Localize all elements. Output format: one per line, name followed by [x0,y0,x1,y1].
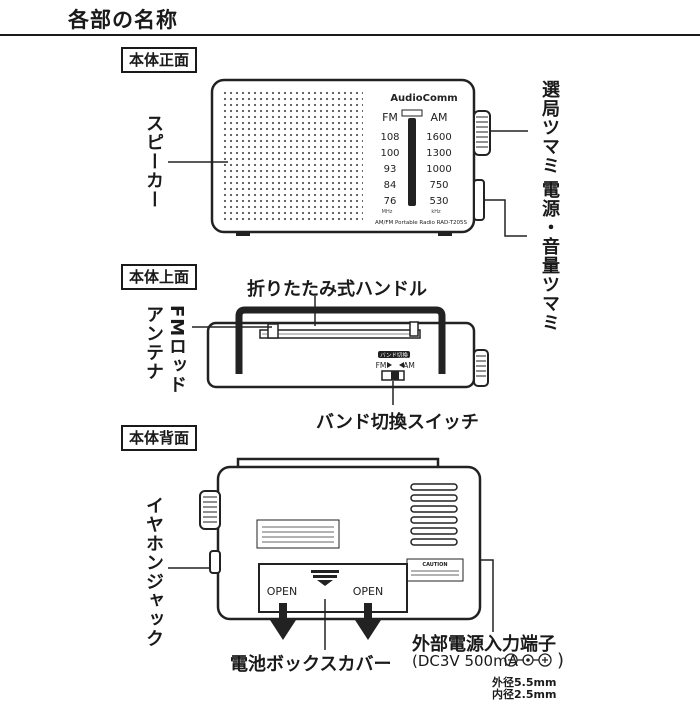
callout-power-volume-knob: 電源・音量ツマミ [539,180,560,332]
callout-folding-handle: 折りたたみ式ハンドル [247,279,427,300]
section-label-back: 本体背面 [121,425,198,451]
callout-battery-cover: 電池ボックスカバー [230,654,392,675]
earphone-jack [209,550,221,574]
dial-slot [408,118,416,206]
fm-band-label: FM [382,111,398,124]
callout-speaker: スピーカー [143,114,164,209]
outer-diameter: 外径5.5mm [492,676,557,689]
page-title: 各部の名称 [68,8,178,32]
back-tuning-knob [199,490,221,530]
antenna-tip [409,321,419,337]
open-arrow-right [355,603,381,640]
rating-label [256,519,340,549]
band-am-label: AM [403,361,415,370]
battery-cover [258,563,408,613]
open-label-left: OPEN [267,585,297,598]
am-scale-750: 750 [429,180,448,191]
tuning-knob [473,110,491,156]
am-unit-label: kHz [431,209,441,215]
band-switch-label-bg [378,351,410,358]
antenna-base [267,323,279,339]
open-label-right: OPEN [353,585,383,598]
am-scale-1300: 1300 [426,148,451,159]
section-label-front: 本体正面 [121,47,198,73]
callout-antenna-line2: アンテナ [143,305,164,381]
fm-scale-76: 76 [384,196,397,207]
open-arrow-left [270,603,296,640]
section-label-top: 本体上面 [121,264,198,290]
speaker-grille [220,88,363,223]
title-underline [0,34,700,36]
am-band-label: AM [430,111,447,124]
am-scale-530: 530 [429,196,448,207]
callout-dc-input-jack: 外部電源入力端子 [412,634,556,655]
fm-scale-93: 93 [384,164,397,175]
front-radio-view: AudioComm FM AM 108 100 93 84 76 1600 13… [168,78,528,237]
callout-band-switch: バンド切換スイッチ [316,412,479,433]
am-scale-1600: 1600 [426,132,451,143]
model-text: AM/FM Portable Radio RAD-T205S [375,220,468,226]
dc-jack-callout-line [479,559,494,632]
dc-spec-text: (DC3V 500mA [412,652,518,670]
brand-logo: AudioComm [390,93,457,104]
back-radio-view: CAUTION OPEN OPEN [168,457,494,650]
dc-spec-close-paren: ) [557,650,564,671]
band-switch-label: バンド切換 [380,351,408,359]
fm-scale-84: 84 [384,180,397,191]
fm-scale-100: 100 [380,148,399,159]
back-vents [410,483,458,546]
top-tuning-knob [473,349,489,387]
inner-diameter: 内径2.5mm [492,688,557,701]
dc-polarity-icon [504,653,552,667]
callout-tuning-knob: 選局ツマミ [539,80,560,175]
dial-pointer [401,109,423,117]
top-radio-view: バンド切換 FM AM [192,296,489,405]
cover-release-mark [317,580,333,586]
fm-unit-label: MHz [382,209,393,215]
am-scale-1000: 1000 [426,164,451,175]
callout-antenna-line1: FMロッド [166,305,187,395]
front-foot-left [236,232,250,236]
band-fm-label: FM [376,361,387,370]
fm-scale-108: 108 [380,132,399,143]
power-volume-knob [473,179,485,221]
callout-earphone-jack: イヤホンジャック [143,496,164,648]
caution-title: CAUTION [422,562,447,568]
folding-handle [235,306,446,374]
front-foot-right [438,232,452,236]
volume-callout-line [484,199,527,237]
